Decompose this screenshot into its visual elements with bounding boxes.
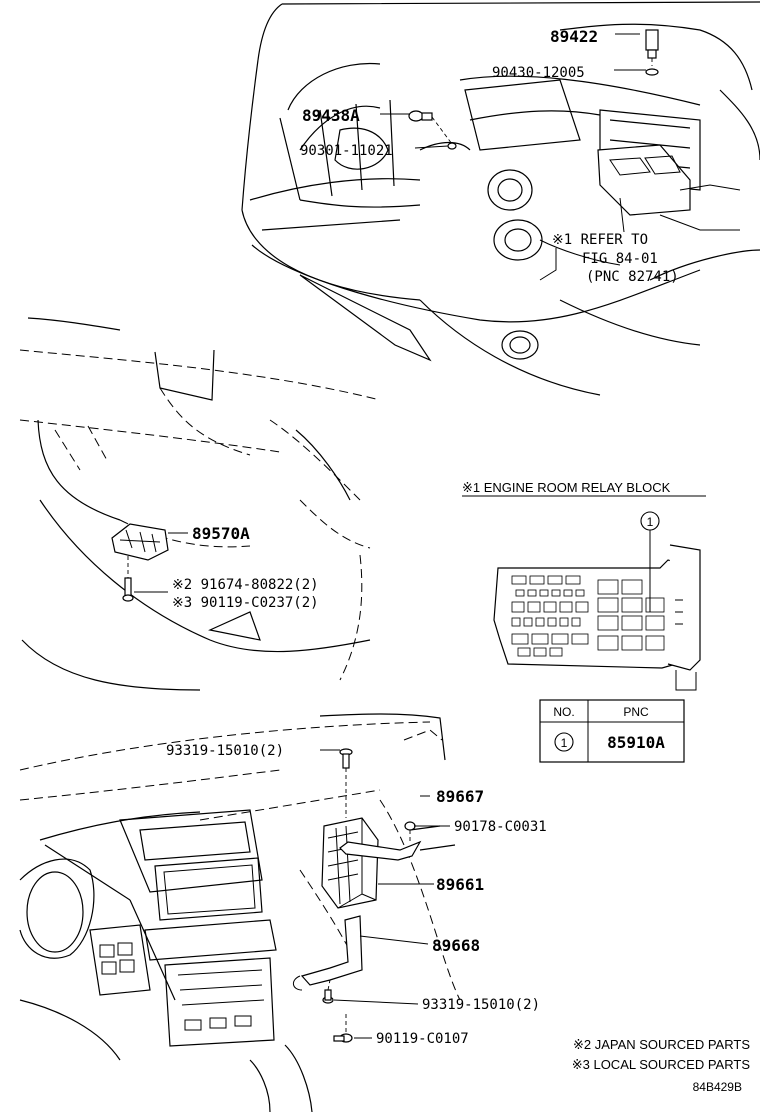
bolt-93319-top (339, 748, 353, 769)
dashboard-illustration (19, 713, 461, 1112)
callout-89570A: 89570A (192, 524, 250, 543)
callout-90301-11021: 90301-11021 (300, 143, 393, 159)
sensor-89570A (111, 523, 169, 602)
callout-89438A: 89438A (302, 106, 360, 125)
callout-90178-C0031: 90178-C0031 (454, 819, 547, 835)
callout-91674-80822: ※2 91674-80822(2) (172, 577, 319, 593)
callout-93319-15010-top: 93319-15010(2) (166, 743, 284, 759)
bracket-89667 (339, 821, 422, 861)
bolt-93319-bottom (322, 989, 334, 1004)
refer-note-line3: (PNC 82741) (586, 269, 679, 285)
callout-89668: 89668 (432, 936, 480, 955)
body-side-illustration (19, 317, 381, 691)
refer-note-line2: FIG 84-01 (582, 251, 658, 267)
callout-89661: 89661 (436, 875, 484, 894)
relay-position-marker: 1 (640, 511, 660, 531)
callout-90119-C0237: ※3 90119-C0237(2) (172, 595, 319, 611)
table-row-pnc: 85910A (607, 733, 665, 752)
table-row-no: 1 (561, 736, 568, 750)
relay-block-illustration (493, 530, 701, 691)
svg-text:1: 1 (647, 515, 654, 529)
refer-note-line1: ※1 REFER TO (552, 232, 648, 248)
note-japan-sourced: ※2 JAPAN SOURCED PARTS (573, 1037, 750, 1052)
callout-89667: 89667 (436, 787, 484, 806)
callout-90430-12005: 90430-12005 (492, 65, 585, 81)
table-header-pnc: PNC (623, 705, 649, 719)
callout-93319-15010-bottom: 93319-15010(2) (422, 997, 540, 1013)
callout-90119-C0107: 90119-C0107 (376, 1031, 469, 1047)
front-vehicle-illustration (241, 1, 760, 396)
figure-code: 84B429B (693, 1080, 742, 1094)
bolt-90119-C0107 (333, 1033, 353, 1043)
ecu-89661 (321, 817, 379, 909)
sensor-89438A (408, 110, 457, 150)
pnc-table: NO. PNC 1 85910A (539, 699, 685, 763)
callout-89422: 89422 (550, 27, 598, 46)
relay-block-title: ※1 ENGINE ROOM RELAY BLOCK (462, 480, 671, 495)
sensor-89422 (645, 29, 659, 76)
table-header-no: NO. (553, 705, 574, 719)
note-local-sourced: ※3 LOCAL SOURCED PARTS (572, 1057, 751, 1072)
bracket-89668 (293, 915, 363, 991)
